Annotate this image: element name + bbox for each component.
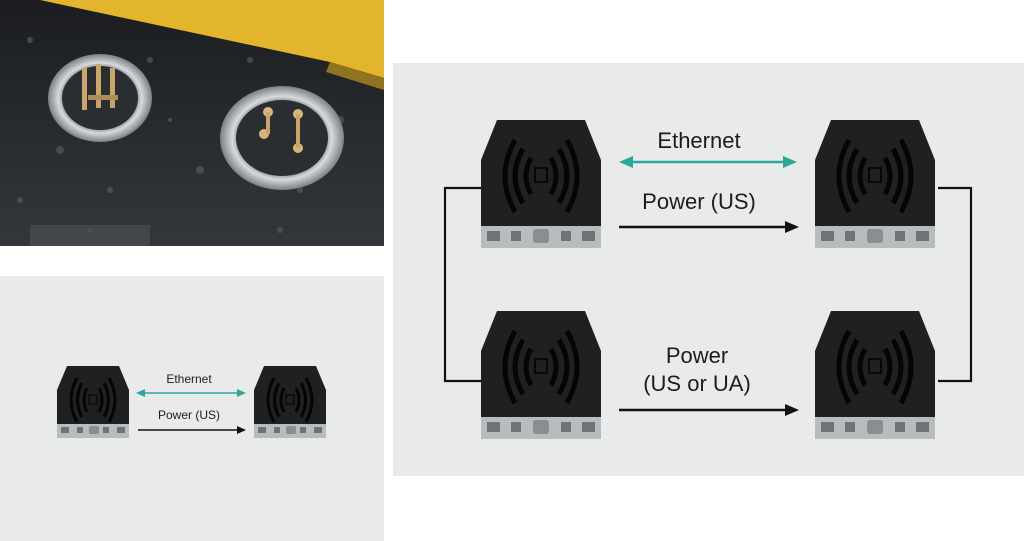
small-ethernet-label: Ethernet: [166, 372, 212, 386]
large-diagram-svg: Ethernet Power (US) Power (US or UA): [443, 63, 973, 476]
device-top-left: [481, 120, 601, 248]
large-power-bottom-label-line1: Power: [666, 343, 728, 368]
yellow-housing: [40, 0, 384, 78]
connector-photo: [0, 0, 384, 246]
loop-cable: [443, 186, 973, 383]
socket-right: [220, 86, 344, 190]
small-diagram: Ethernet Power (US): [0, 276, 384, 541]
small-power-label: Power (US): [158, 408, 220, 422]
large-power-bottom-arrow: [619, 404, 799, 416]
small-power-arrow: [138, 426, 246, 434]
small-diagram-svg: Ethernet Power (US): [55, 364, 328, 440]
large-power-bottom-label-line2: (US or UA): [643, 371, 751, 396]
small-device-left: [55, 364, 131, 440]
large-power-top-label: Power (US): [642, 189, 756, 214]
socket-left: [48, 54, 152, 142]
large-ethernet-arrow: [619, 156, 797, 168]
device-bottom-left: [481, 311, 601, 439]
large-power-top-arrow: [619, 221, 799, 233]
connector-photo-art: [0, 0, 384, 246]
large-ethernet-label: Ethernet: [657, 128, 740, 153]
small-ethernet-arrow: [136, 389, 246, 397]
device-bottom-right: [815, 311, 935, 439]
small-device-right: [252, 364, 328, 440]
device-top-right: [815, 120, 935, 248]
large-diagram: Ethernet Power (US) Power (US or UA): [393, 63, 1024, 476]
